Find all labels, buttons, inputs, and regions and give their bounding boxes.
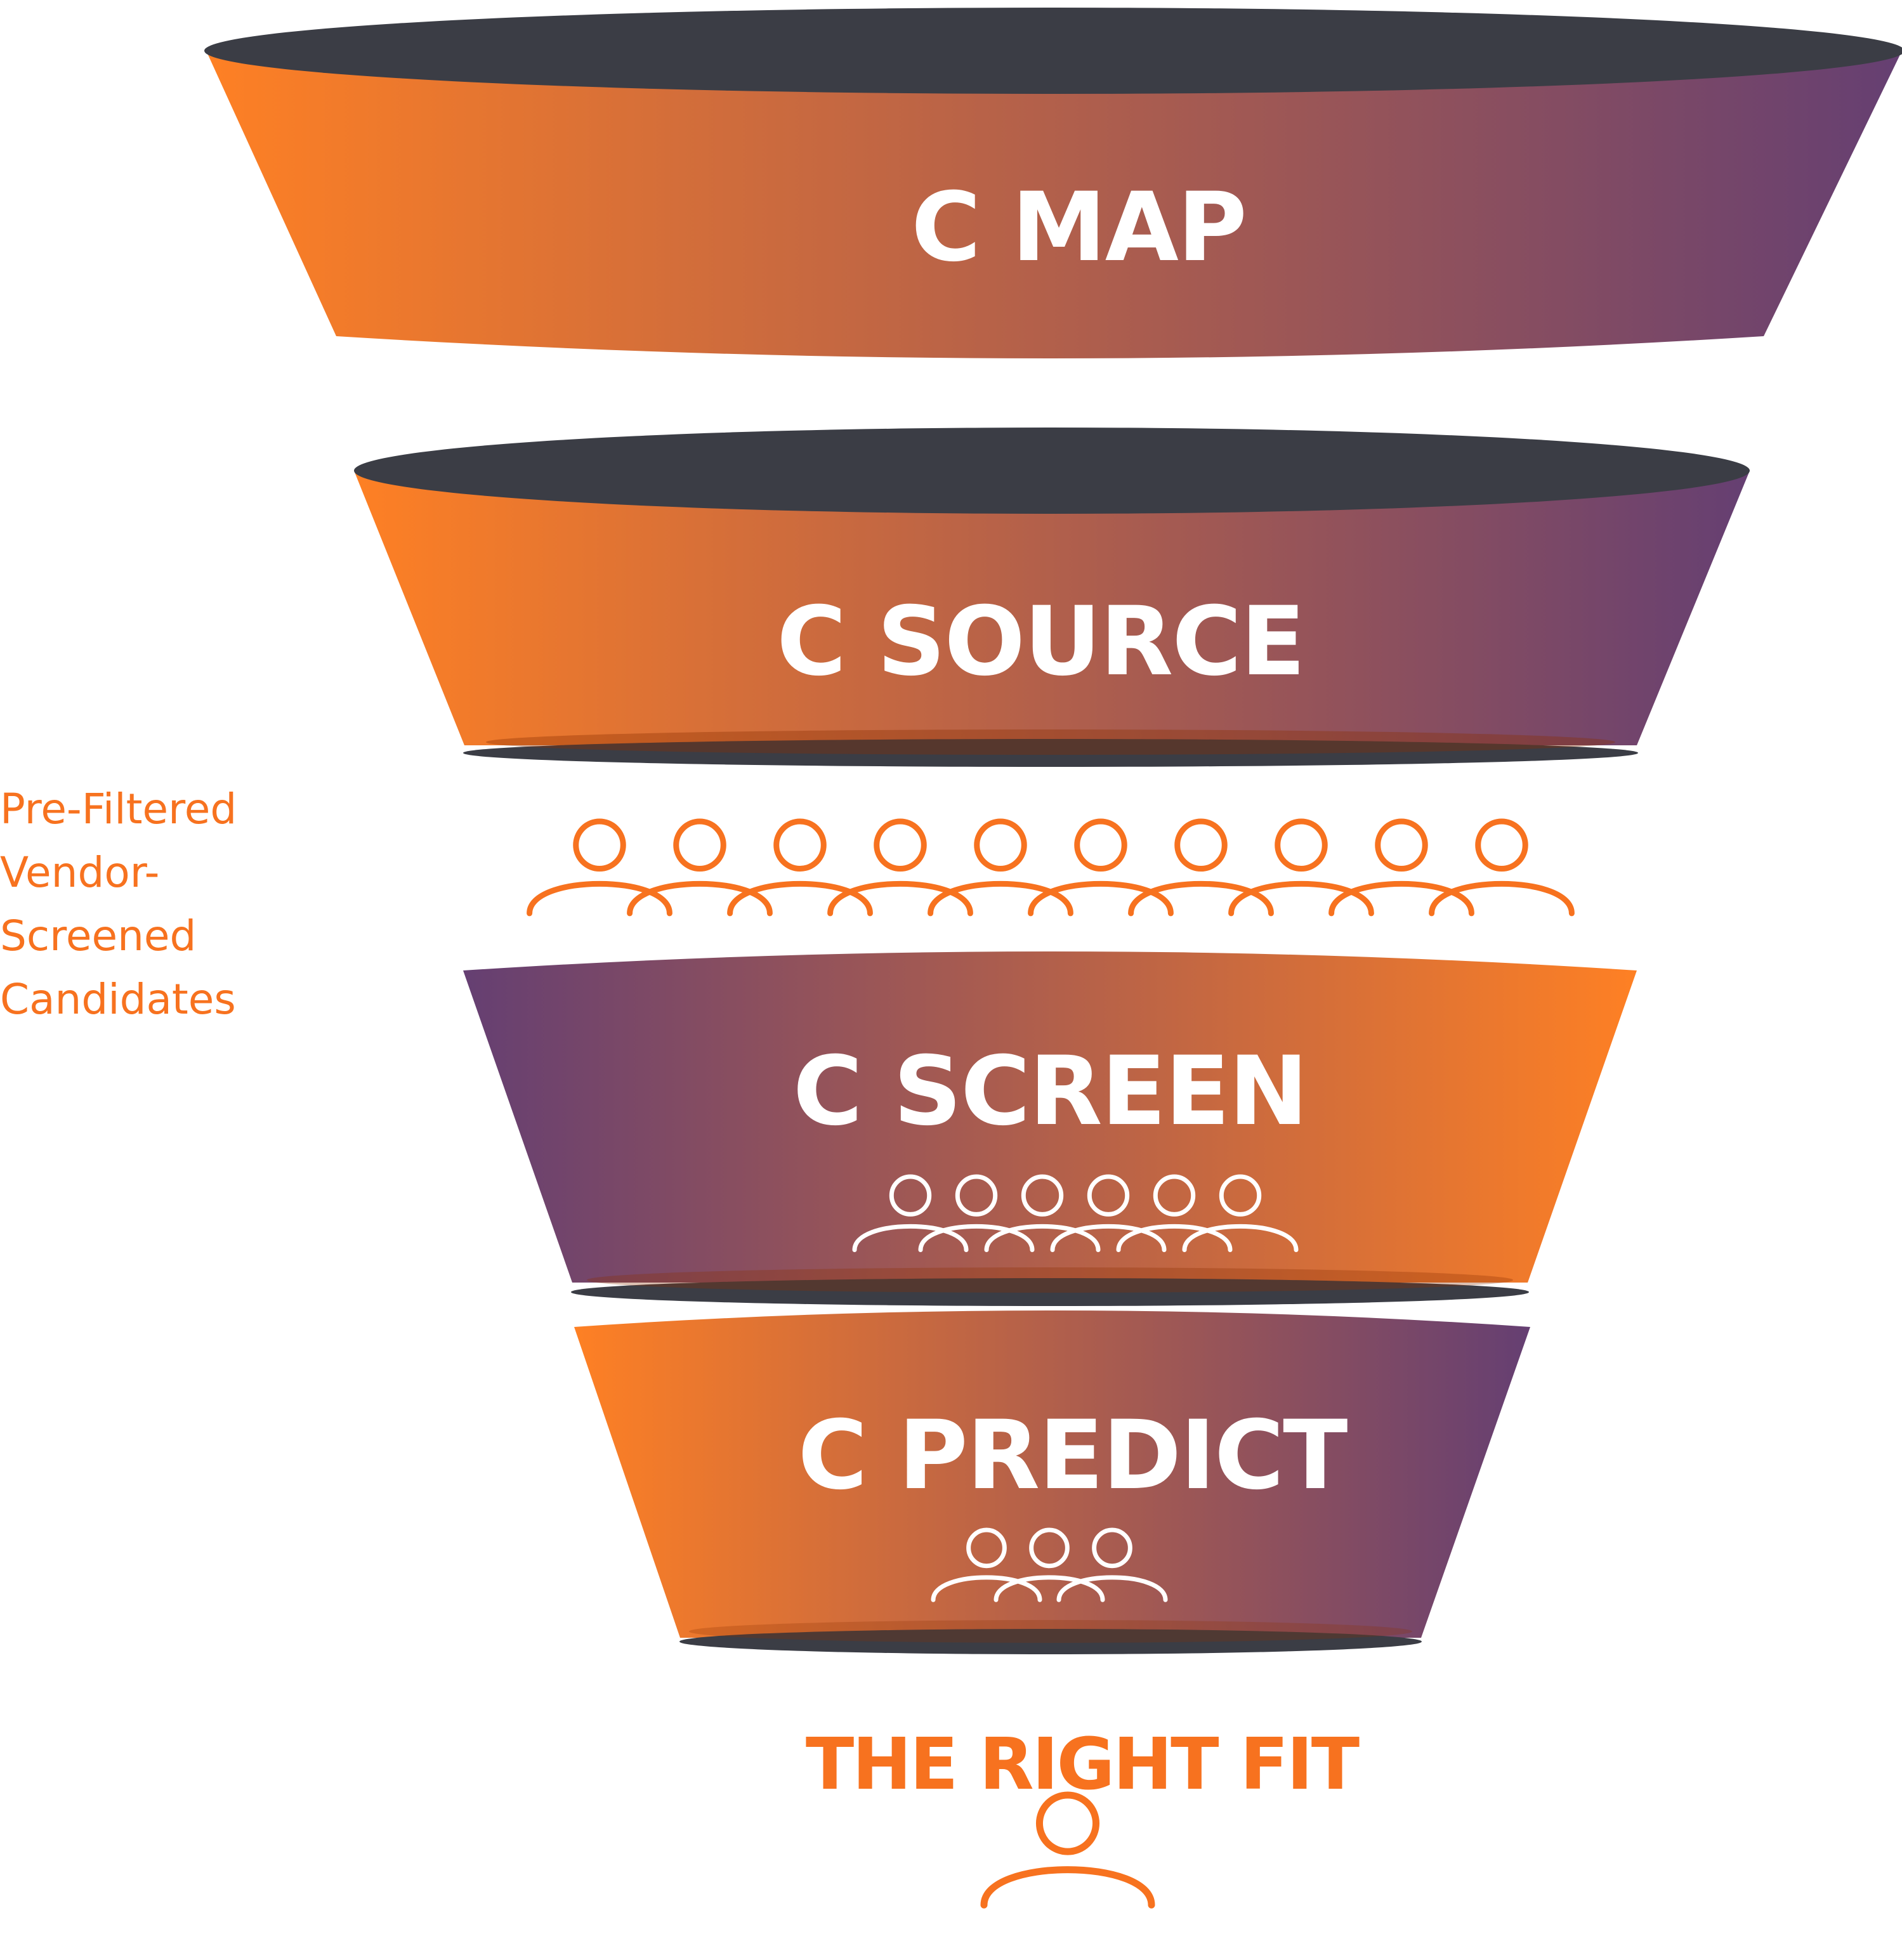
person-outline-icon	[1328, 818, 1474, 917]
stage-label-c-screen: C SCREEN	[793, 1036, 1307, 1147]
person-outline-icon	[980, 1791, 1155, 1909]
funnel-band-c-map	[206, 51, 1902, 358]
screen-candidates	[852, 1174, 1299, 1252]
person-outline-icon	[1182, 1174, 1299, 1252]
funnel-stage-c-predict: C PREDICT	[574, 1310, 1530, 1654]
funnel-bottom-c-source	[463, 739, 1638, 767]
person-outline-icon	[984, 1174, 1101, 1252]
stage-label-c-predict: C PREDICT	[798, 1401, 1348, 1511]
pool-note-line-3: Screened	[0, 911, 196, 960]
pool-note-line-2: Vendor-	[0, 848, 159, 897]
person-outline-icon	[1228, 818, 1374, 917]
person-outline-icon	[827, 818, 973, 917]
person-outline-icon	[1128, 818, 1274, 917]
person-outline-icon	[627, 818, 773, 917]
pool-note-line-1: Pre-Filtered	[0, 785, 237, 833]
person-outline-icon	[727, 818, 873, 917]
funnel-inner-shadow-c-screen	[587, 1267, 1513, 1293]
funnel-inner-shadow-c-predict	[689, 1620, 1412, 1643]
person-outline-icon	[1028, 818, 1174, 917]
person-outline-icon	[1050, 1174, 1167, 1252]
person-outline-icon	[928, 818, 1073, 917]
right-fit-candidate	[980, 1791, 1155, 1909]
result: THE RIGHT FIT	[806, 1723, 1361, 1909]
pool-note-line-4: Candidates	[0, 975, 236, 1024]
funnel-band-c-source	[354, 471, 1750, 745]
person-outline-icon	[918, 1174, 1035, 1252]
person-outline-icon	[852, 1174, 969, 1252]
stage-label-c-map: C MAP	[911, 173, 1246, 283]
funnel-stage-c-map: C MAP	[204, 8, 1902, 358]
person-outline-icon	[1429, 818, 1575, 917]
funnel-rim-c-map	[204, 8, 1902, 94]
result-label: THE RIGHT FIT	[806, 1723, 1360, 1806]
person-outline-icon	[527, 818, 672, 917]
funnel-bottom-c-screen	[571, 1278, 1529, 1306]
funnel-band-c-screen	[463, 951, 1637, 1283]
funnel-stage-c-source: C SOURCE	[354, 428, 1750, 767]
funnel-bottom-c-predict	[679, 1629, 1422, 1654]
funnel-rim-c-source	[354, 428, 1750, 514]
pool-note: Pre-Filtered Vendor- Screened Candidates	[0, 785, 237, 1024]
person-outline-icon	[994, 1527, 1105, 1602]
predict-candidates	[931, 1527, 1168, 1602]
candidate-pool	[527, 818, 1575, 917]
person-outline-icon	[931, 1527, 1042, 1602]
person-outline-icon	[1056, 1527, 1168, 1602]
stage-label-c-source: C SOURCE	[777, 587, 1304, 697]
funnel-stage-c-screen: C SCREEN	[463, 951, 1637, 1306]
person-outline-icon	[1116, 1174, 1233, 1252]
funnel-band-c-predict	[574, 1310, 1530, 1638]
funnel-inner-shadow-c-source	[486, 729, 1615, 755]
